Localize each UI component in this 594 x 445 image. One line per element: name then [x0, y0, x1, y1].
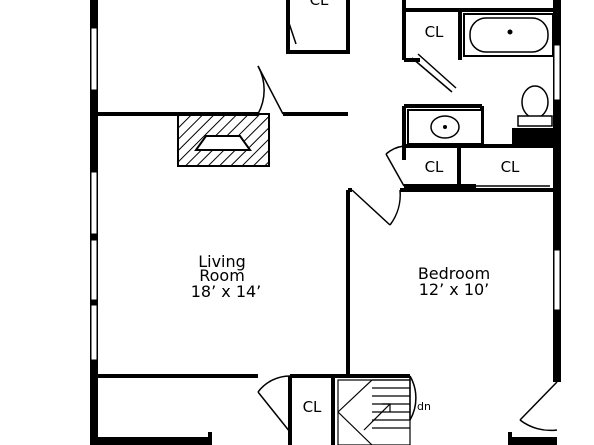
interior-walls	[94, 0, 557, 445]
stairs-direction-label: dn	[417, 400, 431, 413]
door-bottom-closet	[257, 375, 291, 433]
door-bathroom	[411, 53, 457, 93]
stairs	[337, 379, 411, 445]
fireplace	[177, 113, 270, 167]
door-bedroom-closet	[476, 185, 550, 191]
windows	[90, 27, 561, 361]
bedroom-name: Bedroom	[418, 264, 490, 283]
door-bedroom	[351, 189, 401, 226]
living-room-name-line2: Room	[199, 266, 245, 285]
bedroom-size: 12’ x 10’	[419, 280, 490, 299]
door-stairs	[409, 375, 417, 421]
closet-label-bath-top: CL	[425, 23, 444, 41]
door-living	[257, 65, 284, 115]
door-hall-closet	[385, 145, 405, 187]
living-room-name-line1: Living	[198, 252, 246, 271]
closet-label-top-left: CL	[310, 0, 329, 9]
closet-label-bottom: CL	[303, 398, 322, 416]
closet-label-hall: CL	[425, 158, 444, 176]
window-right-1	[553, 44, 561, 101]
window-left-3	[90, 239, 98, 301]
sink	[407, 109, 483, 145]
stairs-arrow	[363, 403, 391, 431]
toilet	[512, 85, 557, 144]
exterior-walls	[90, 0, 561, 445]
living-room-size: 18’ x 14’	[191, 282, 262, 301]
door-exterior	[519, 381, 558, 432]
door-top-closet	[287, 19, 297, 45]
closet-label-bedroom: CL	[501, 158, 520, 176]
window-left-2	[90, 171, 98, 235]
window-right-2	[553, 249, 561, 311]
doors	[257, 19, 558, 433]
window-left-4	[90, 304, 98, 361]
bathtub	[463, 13, 554, 57]
window-left-1	[90, 27, 98, 91]
